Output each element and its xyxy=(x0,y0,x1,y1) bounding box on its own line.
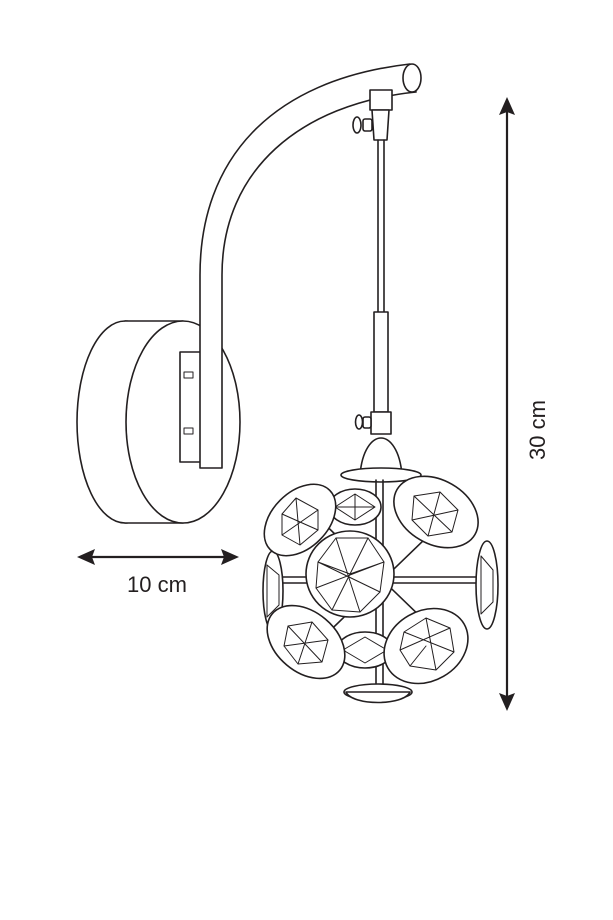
crystal-bottom-right xyxy=(383,607,469,685)
crystal-ball-shade xyxy=(262,475,499,704)
width-arrow-left xyxy=(77,549,95,565)
mounting-bracket xyxy=(179,351,203,463)
bracket-slot-top xyxy=(183,371,194,379)
width-label: 10 cm xyxy=(127,572,187,597)
width-arrow-right xyxy=(221,549,239,565)
suspension-rod xyxy=(354,139,392,435)
curved-arm xyxy=(199,63,422,469)
crystal-bottom-left xyxy=(266,604,346,680)
crystal-top-right xyxy=(393,475,479,549)
socket-cap xyxy=(359,437,403,476)
arm-end-cap xyxy=(402,63,422,93)
width-dimension: 10 cm xyxy=(77,549,239,597)
hanger-clamp-stem xyxy=(371,109,390,141)
height-dimension: 30 cm xyxy=(499,97,550,711)
crystal-center-front xyxy=(305,530,395,618)
crystal-top-left xyxy=(263,483,337,557)
lower-clamp-screw xyxy=(362,416,372,429)
hanger-clamp xyxy=(369,89,393,111)
socket-cap-rim xyxy=(340,467,422,483)
clamp-screw xyxy=(362,118,373,132)
clamp-screw-head xyxy=(352,116,362,134)
height-arrow-top xyxy=(499,97,515,115)
crystal-bottom-drop xyxy=(343,683,413,704)
lower-clamp xyxy=(370,411,392,435)
height-arrow-bottom xyxy=(499,693,515,711)
crystal-top-back xyxy=(328,488,382,526)
height-label: 30 cm xyxy=(525,400,550,460)
crystal-right xyxy=(475,540,499,630)
lower-clamp-screw-head xyxy=(354,414,364,430)
rod-sleeve xyxy=(373,311,389,413)
wall-plate xyxy=(76,320,241,524)
bracket-slot-bottom xyxy=(183,427,194,435)
